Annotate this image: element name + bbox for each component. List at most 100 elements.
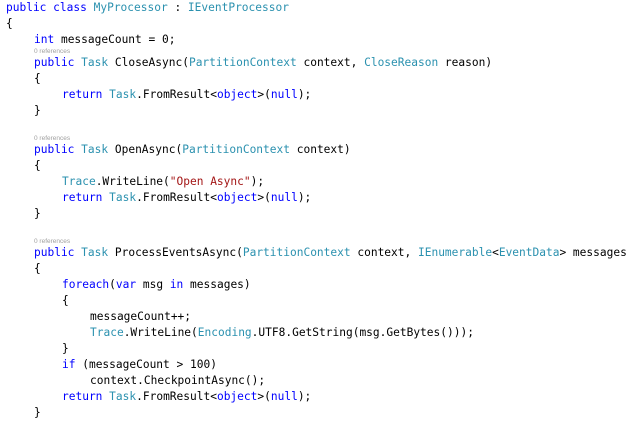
code-text: .FromResult< — [136, 191, 217, 204]
code-line-class-declaration: public class MyProcessor : IEventProcess… — [0, 0, 628, 16]
keyword: public — [6, 1, 47, 14]
code-line-trace: Trace.WriteLine(Encoding.UTF8.GetString(… — [0, 325, 628, 341]
code-line-process-events-signature: public Task ProcessEventsAsync(Partition… — [0, 245, 628, 261]
code-text: .UTF8.GetString(msg.GetBytes())); — [251, 326, 474, 339]
code-line-trace: Trace.WriteLine("Open Async"); — [0, 174, 628, 190]
code-line-checkpoint: context.CheckpointAsync(); — [0, 373, 628, 389]
code-line-open-brace: { — [0, 71, 628, 87]
type-name: Trace — [62, 175, 96, 188]
method-name: CloseAsync( — [108, 56, 189, 69]
method-name: OpenAsync( — [108, 143, 183, 156]
keyword: object — [216, 390, 258, 403]
keyword: return — [62, 191, 103, 204]
type-name: Task — [81, 143, 109, 156]
brace: { — [34, 72, 41, 85]
code-line-if: if (messageCount > 100) — [0, 357, 628, 373]
keyword: public — [34, 56, 75, 69]
codelens-label: 0 references — [34, 48, 71, 55]
code-text: context.CheckpointAsync(); — [90, 374, 266, 387]
code-text: ); — [297, 191, 312, 204]
code-line-open-async-signature: public Task OpenAsync(PartitionContext c… — [0, 142, 628, 158]
code-line-return: return Task.FromResult<object>(null); — [0, 190, 628, 206]
punctuation: < — [492, 246, 499, 259]
keyword: in — [169, 278, 184, 291]
brace: { — [34, 262, 41, 275]
keyword: null — [270, 88, 298, 101]
codelens-references[interactable]: 0 references — [0, 135, 628, 142]
keyword: class — [53, 1, 87, 14]
code-line-close-brace: } — [0, 206, 628, 222]
type-name: IEnumerable — [417, 246, 493, 259]
code-line-open-brace: { — [0, 158, 628, 174]
blank-line — [0, 119, 628, 135]
code-line-close-brace: } — [0, 103, 628, 119]
type-name: CloseReason — [364, 56, 439, 69]
code-line-close-brace: } — [0, 341, 628, 357]
brace: } — [62, 342, 69, 355]
type-name: Task — [109, 191, 137, 204]
keyword: int — [34, 33, 55, 46]
code-text: ( — [109, 278, 116, 291]
keyword: return — [62, 88, 103, 101]
code-line-field: int messageCount = 0; — [0, 32, 628, 48]
param-name: context) — [290, 143, 351, 156]
type-name: Task — [109, 88, 137, 101]
code-text: ); — [297, 88, 312, 101]
code-text: (messageCount > 100) — [75, 358, 217, 371]
keyword: var — [115, 278, 137, 291]
type-name: PartitionContext — [188, 56, 297, 69]
keyword: object — [216, 88, 258, 101]
type-name: PartitionContext — [182, 143, 290, 156]
code-text: .WriteLine( — [95, 175, 170, 188]
code-text: >( — [257, 88, 271, 101]
type-name: Task — [81, 246, 109, 259]
code-line-foreach: foreach(var msg in messages) — [0, 277, 628, 293]
code-line-return: return Task.FromResult<object>(null); — [0, 389, 628, 405]
brace: } — [34, 406, 41, 419]
code-text: messageCount++; — [90, 310, 192, 323]
code-line-close-async-signature: public Task CloseAsync(PartitionContext … — [0, 55, 628, 71]
code-text: .WriteLine( — [123, 326, 198, 339]
code-text: msg — [136, 278, 170, 291]
code-text: .FromResult< — [136, 88, 217, 101]
code-text: ); — [250, 175, 265, 188]
keyword: if — [62, 358, 76, 371]
param-name: context, — [296, 56, 365, 69]
code-text: .FromResult< — [136, 390, 217, 403]
code-text: ); — [297, 390, 312, 403]
brace: } — [34, 104, 41, 117]
code-text: messageCount = 0; — [54, 33, 176, 46]
type-name: PartitionContext — [242, 246, 351, 259]
code-line-open-brace: { — [0, 293, 628, 309]
type-name: EventData — [498, 246, 560, 259]
brace: { — [62, 294, 69, 307]
keyword: public — [34, 143, 75, 156]
codelens-references[interactable]: 0 references — [0, 238, 628, 245]
type-name: Task — [81, 56, 109, 69]
brace: { — [6, 17, 13, 30]
brace: { — [34, 159, 41, 172]
method-name: ProcessEventsAsync( — [108, 246, 243, 259]
keyword: null — [270, 390, 298, 403]
keyword: foreach — [62, 278, 110, 291]
param-name: reason) — [438, 56, 493, 69]
param-name: > messages) — [559, 246, 628, 259]
code-line-open-brace: { — [0, 16, 628, 32]
keyword: public — [34, 246, 75, 259]
blank-line — [0, 222, 628, 238]
code-line-return: return Task.FromResult<object>(null); — [0, 87, 628, 103]
code-line-close-brace: } — [0, 405, 628, 421]
keyword: null — [270, 191, 298, 204]
codelens-references[interactable]: 0 references — [0, 48, 628, 55]
brace: } — [34, 207, 41, 220]
param-name: context, — [350, 246, 418, 259]
type-name: Task — [109, 390, 137, 403]
codelens-label: 0 references — [34, 135, 71, 142]
string-literal: "Open Async" — [169, 175, 251, 188]
code-line-increment: messageCount++; — [0, 309, 628, 325]
punctuation: : — [167, 1, 188, 14]
keyword: return — [62, 390, 103, 403]
type-name: IEventProcessor — [187, 1, 289, 14]
type-name: Trace — [90, 326, 124, 339]
